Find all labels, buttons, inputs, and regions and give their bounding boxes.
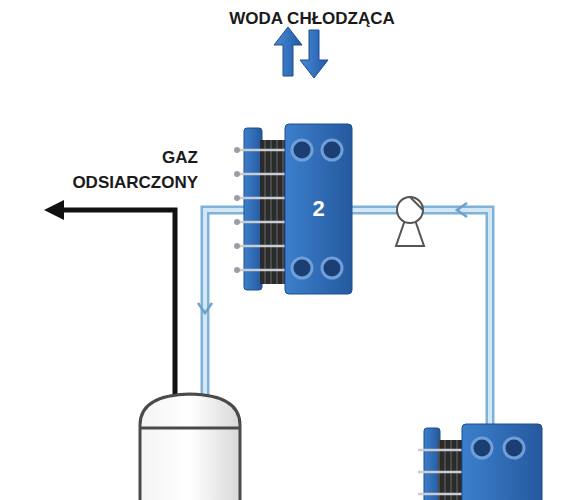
- stream-label: WODA CHŁODZĄCA: [229, 6, 395, 31]
- exchanger-node: 2: [285, 124, 352, 294]
- plate-heat-exchanger-lower: [418, 424, 542, 500]
- label-holder: WODA CHŁODZĄCA: [229, 6, 395, 31]
- absorber-vessel: [140, 394, 240, 500]
- plate-heat-exchanger: [234, 124, 352, 294]
- label-holder: GAZ ODSIARCZONY: [48, 145, 198, 195]
- outlet-label: GAZ ODSIARCZONY: [48, 145, 198, 195]
- callout-number: 2: [312, 198, 324, 220]
- pump-symbol: [396, 197, 424, 246]
- cooling-water-arrows: [274, 27, 328, 78]
- gas-line: [44, 200, 175, 398]
